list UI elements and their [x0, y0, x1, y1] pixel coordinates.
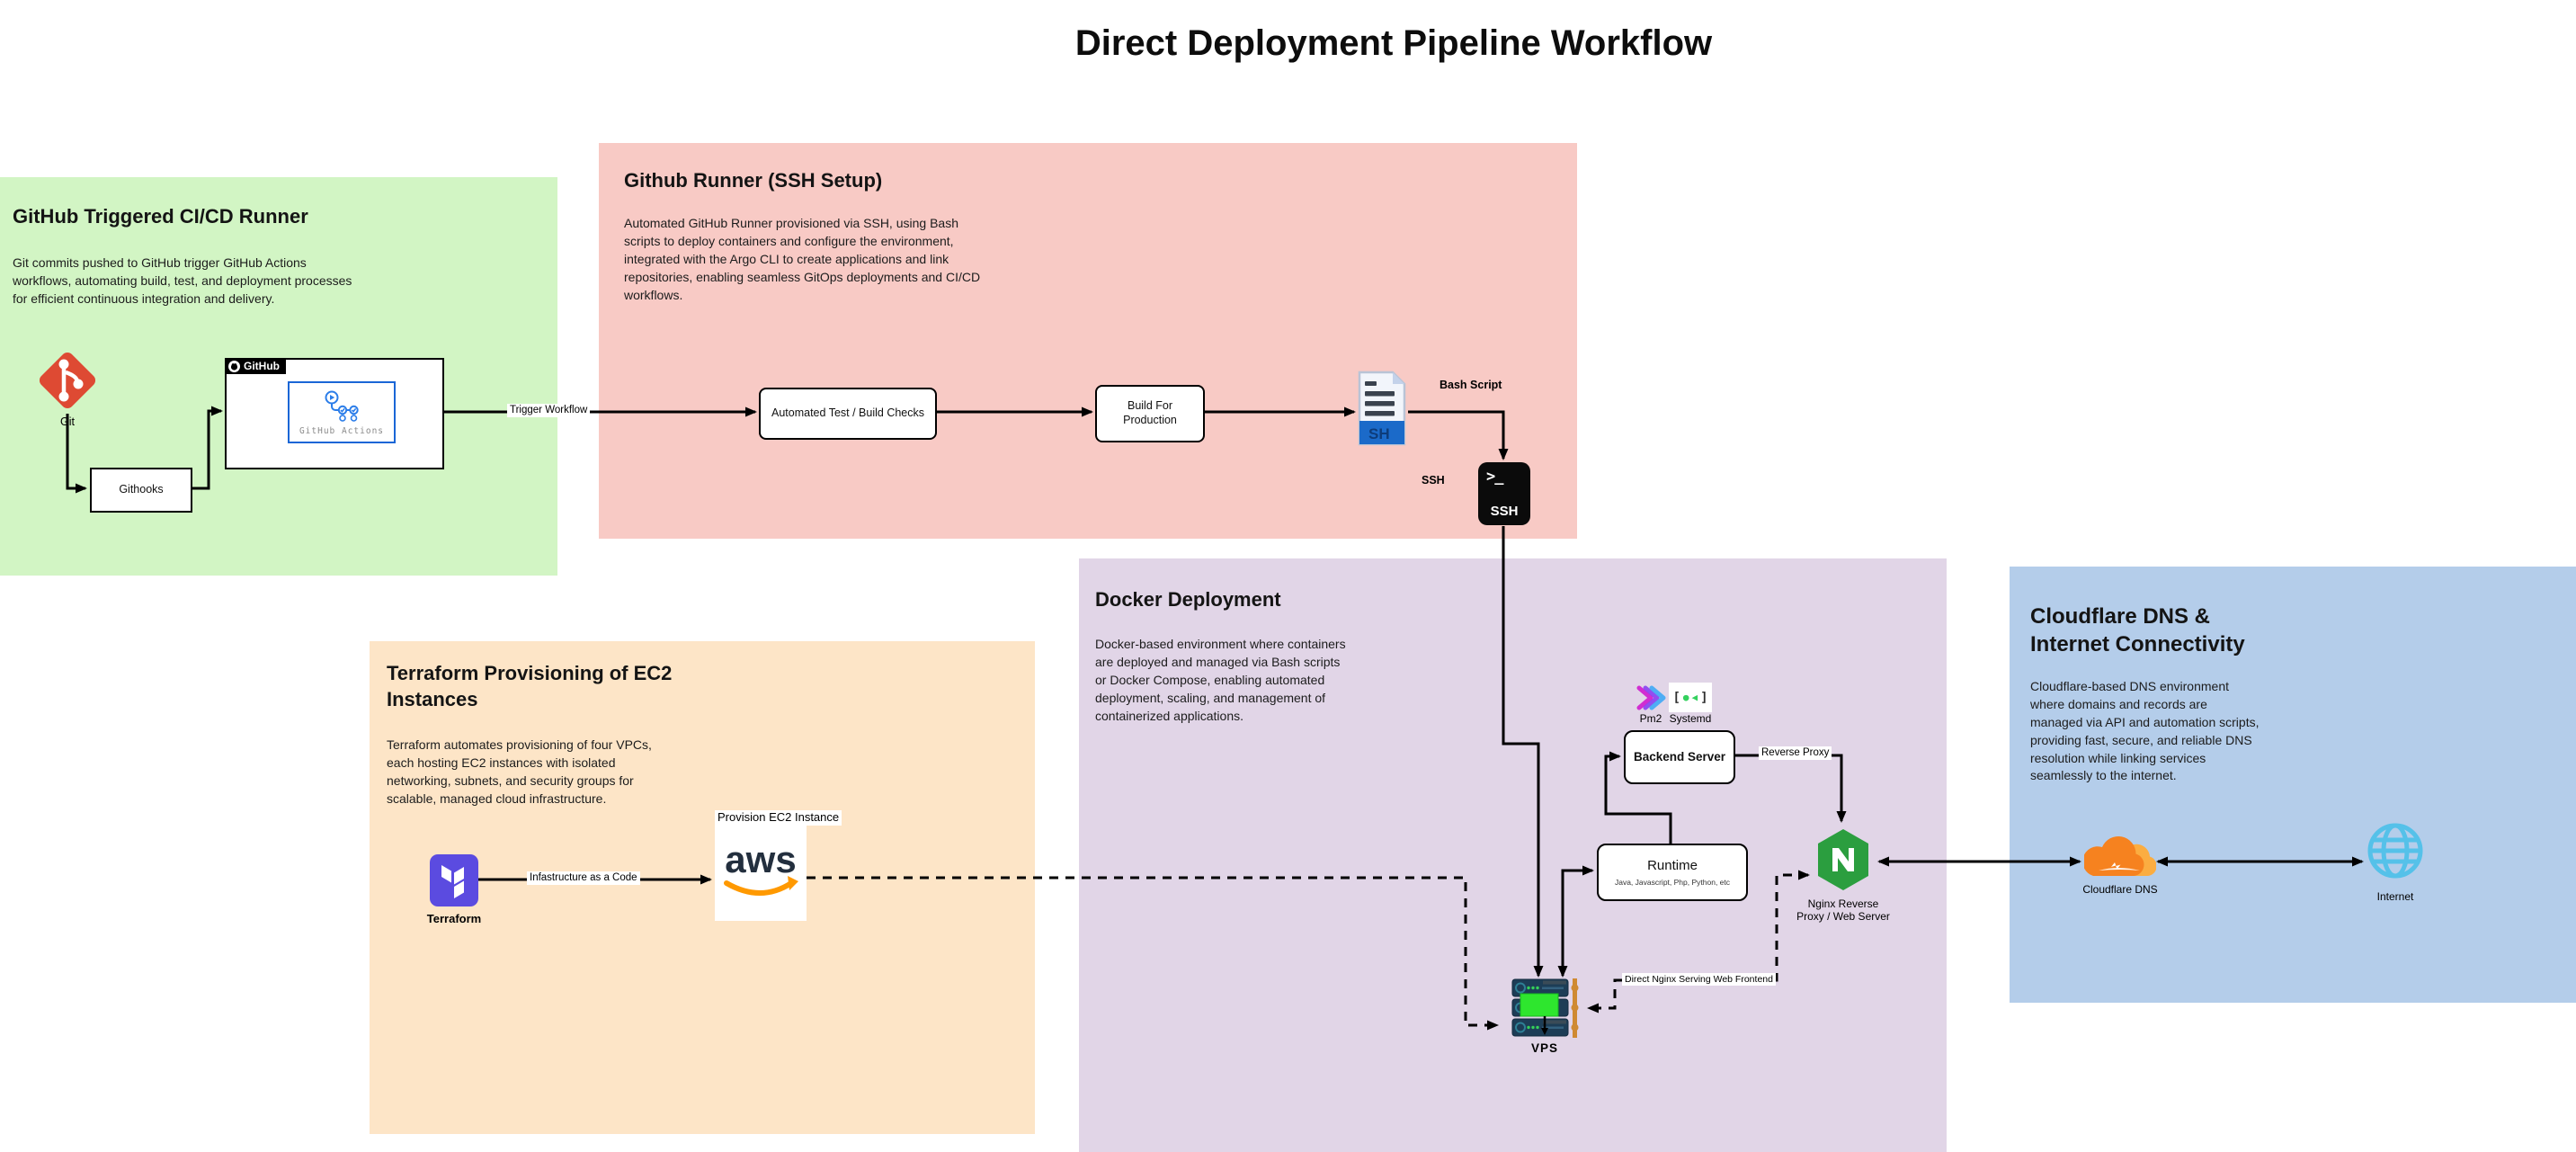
- systemd-dot: ●: [1682, 692, 1689, 703]
- automated-test-label: Automated Test / Build Checks: [771, 406, 924, 420]
- githooks-node: Githooks: [90, 468, 192, 513]
- backend-server-node: Backend Server: [1624, 730, 1735, 784]
- automated-test-node: Automated Test / Build Checks: [759, 388, 937, 440]
- section-title: Terraform Provisioning of EC2 Instances: [387, 662, 673, 710]
- section-description: Cloudflare-based DNS environment where d…: [2030, 679, 2260, 783]
- ssh-prompt-glyph: >_: [1486, 468, 1504, 486]
- section-title: Docker Deployment: [1095, 588, 1281, 611]
- terraform-label: Terraform: [426, 912, 482, 925]
- section-terraform: Terraform Provisioning of EC2 Instances …: [370, 641, 1035, 1134]
- nginx-label: Nginx Reverse Proxy / Web Server: [1796, 897, 1890, 924]
- runtime-sublabel: Java, Javascript, Php, Python, etc: [1614, 877, 1731, 887]
- section-title: Cloudflare DNS & Internet Connectivity: [2030, 604, 2245, 657]
- git-label: Git: [60, 415, 75, 428]
- ssh-icon-label: SSH: [1490, 504, 1519, 519]
- systemd-triangle: ◀: [1691, 692, 1698, 703]
- edge-ssh-to-vps: [1502, 526, 1544, 978]
- bash-script-file-icon: SH: [1358, 371, 1406, 446]
- sh-badge-label: SH: [1368, 425, 1390, 442]
- systemd-icon: [ ● ◀ ]: [1669, 683, 1712, 712]
- section-github-runner: Github Runner (SSH Setup) Automated GitH…: [599, 143, 1577, 539]
- section-description: Automated GitHub Runner provisioned via …: [624, 216, 981, 302]
- section-description: Terraform automates provisioning of four…: [387, 737, 652, 806]
- pm2-icon: [1636, 685, 1666, 710]
- runtime-label: Runtime: [1647, 857, 1698, 873]
- edge-runtime-vps: [1557, 865, 1594, 978]
- section-cloudflare: Cloudflare DNS & Internet Connectivity C…: [2010, 567, 2576, 1003]
- build-production-node: Build For Production: [1095, 385, 1205, 442]
- github-actions-node: GitHub Actions: [288, 381, 396, 443]
- trigger-workflow-label: Trigger Workflow: [507, 404, 591, 418]
- vps-server-icon: [1511, 978, 1579, 1038]
- provision-ec2-label: Provision EC2 Instance: [715, 810, 842, 826]
- pm2-label: Pm2: [1639, 712, 1662, 725]
- github-node: GitHub GitHub Actions: [225, 358, 444, 469]
- github-actions-icon: [325, 390, 359, 422]
- terraform-icon: [430, 854, 478, 906]
- direct-nginx-label: Direct Nginx Serving Web Frontend: [1622, 973, 1776, 987]
- githooks-label: Githooks: [119, 483, 164, 496]
- aws-icon: aws: [715, 820, 807, 921]
- section-title: Github Runner (SSH Setup): [624, 169, 883, 192]
- github-logo-icon: [228, 360, 240, 372]
- section-title: GitHub Triggered CI/CD Runner: [13, 205, 308, 228]
- build-production-label: Build For Production: [1123, 399, 1177, 426]
- edge-runtime-to-backend: [1604, 751, 1672, 844]
- github-badge-label: GitHub: [244, 360, 280, 372]
- backend-server-label: Backend Server: [1633, 749, 1726, 764]
- github-actions-label: GitHub Actions: [299, 425, 385, 436]
- edge-aws-to-vps-dashed: [807, 876, 1499, 1031]
- edge-git-to-githooks: [66, 414, 87, 494]
- runtime-node: Runtime Java, Javascript, Php, Python, e…: [1597, 844, 1748, 901]
- internet-globe-icon: [2367, 823, 2423, 879]
- ssh-label: SSH: [1422, 474, 1445, 487]
- aws-wordmark: aws: [725, 838, 796, 880]
- internet-label: Internet: [2376, 890, 2414, 903]
- section-description: Docker-based environment where container…: [1095, 637, 1346, 723]
- vps-label: VPS: [1530, 1041, 1558, 1055]
- cloudflare-icon: [2084, 836, 2156, 876]
- section-docker: Docker Deployment Docker-based environme…: [1079, 558, 1947, 1152]
- systemd-bracket: ]: [1700, 690, 1708, 705]
- systemd-label: Systemd: [1669, 712, 1712, 725]
- github-badge: GitHub: [225, 358, 286, 374]
- infrastructure-as-code-label: Infastructure as a Code: [527, 871, 640, 886]
- reverse-proxy-label: Reverse Proxy: [1759, 746, 1832, 761]
- git-icon: [39, 352, 96, 409]
- page-title: Direct Deployment Pipeline Workflow: [1074, 23, 1713, 63]
- ssh-terminal-icon: >_ SSH: [1478, 462, 1530, 525]
- section-description: Git commits pushed to GitHub trigger Git…: [13, 255, 352, 306]
- edge-githooks-to-github: [189, 406, 223, 490]
- nginx-icon: [1818, 829, 1868, 890]
- edge-bash-to-ssh: [1408, 410, 1509, 460]
- edge-reverse-proxy: [1732, 754, 1847, 823]
- cloudflare-dns-label: Cloudflare DNS: [2082, 883, 2158, 896]
- systemd-bracket: [: [1672, 690, 1680, 705]
- bash-script-label: Bash Script: [1440, 379, 1502, 391]
